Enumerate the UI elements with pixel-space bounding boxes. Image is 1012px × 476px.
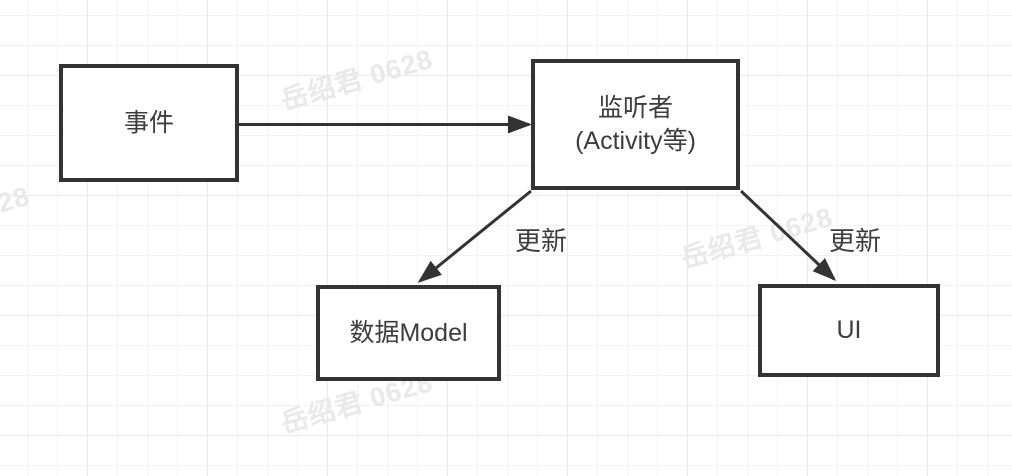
- watermark-text: 岳绍君 0628: [0, 180, 34, 253]
- node-ui-label: UI: [836, 316, 862, 344]
- node-listener[interactable]: 监听者 (Activity等): [531, 59, 740, 190]
- node-data-model-label: 数据Model: [349, 318, 468, 347]
- edge-label-update-model: 更新: [515, 226, 568, 256]
- node-listener-label-line2: (Activity等): [575, 126, 696, 155]
- node-event-label: 事件: [123, 108, 174, 137]
- watermark-text: 岳绍君 0628: [277, 43, 437, 116]
- node-listener-label-line1: 监听者: [597, 93, 673, 122]
- node-event[interactable]: 事件: [59, 64, 239, 182]
- node-ui[interactable]: UI: [758, 284, 940, 377]
- node-data-model[interactable]: 数据Model: [316, 285, 501, 381]
- watermark-text: 岳绍君 0628: [677, 201, 837, 274]
- edge-listener-to-ui: [739, 189, 837, 282]
- edge-label-update-ui: 更新: [829, 226, 882, 256]
